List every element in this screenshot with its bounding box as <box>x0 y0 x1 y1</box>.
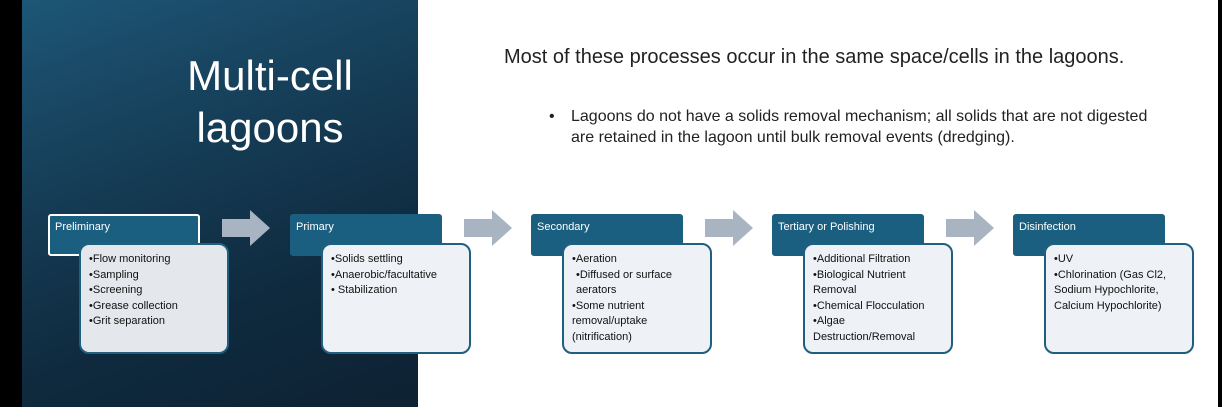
right-arrow-icon <box>705 210 753 246</box>
intro-text: Most of these processes occur in the sam… <box>504 46 1125 68</box>
step-details-box: •Aeration •Diffused or surface aerators•S… <box>562 243 712 354</box>
step-item: • Stabilization <box>331 284 398 296</box>
step-item: •Screening <box>89 284 143 296</box>
step-details-box: •UV •Chlorination (Gas Cl2, Sodium Hypoch… <box>1044 243 1194 354</box>
step-item: •Grease collection <box>89 299 178 312</box>
step-item: •Some nutrient removal/uptake (nitrifica… <box>572 299 648 343</box>
right-arrow-icon <box>464 210 512 246</box>
right-arrow-icon <box>946 210 994 246</box>
step-details-box: •Solids settling •Anaerobic/facultative • … <box>321 243 471 354</box>
step-item: •Grit separation <box>89 315 165 327</box>
right-arrow-icon <box>222 210 270 246</box>
left-letterbox <box>0 0 22 407</box>
step-item: •Solids settling <box>331 253 403 265</box>
slide-title: Multi-cell lagoons <box>187 52 353 151</box>
step-item: •Chlorination (Gas Cl2, Sodium Hypochlor… <box>1054 268 1167 312</box>
step-item: •Algae Destruction/Removal <box>813 315 916 343</box>
bullet-text: Lagoons do not have a solids removal mec… <box>549 106 1171 148</box>
step-item: •Sampling <box>89 268 139 281</box>
step-details-box: •Flow monitoring •Sampling •Screening •Grea… <box>79 243 229 354</box>
right-letterbox <box>1218 0 1222 407</box>
step-item: •Biological Nutrient Removal <box>813 268 906 297</box>
step-details-box: •Additional Filtration •Biological Nutrie… <box>803 243 953 354</box>
step-item: •Aeration <box>572 253 617 265</box>
step-item: •Chemical Flocculation <box>813 299 925 312</box>
step-item: •Flow monitoring <box>89 253 171 265</box>
step-item: •Anaerobic/facultative <box>331 268 437 281</box>
step-item: •Additional Filtration <box>813 253 911 265</box>
step-header-3: Tertiary or Polishing <box>772 214 924 256</box>
step-item: •Diffused or surface aerators <box>576 268 672 297</box>
step-item: •UV <box>1054 253 1074 265</box>
